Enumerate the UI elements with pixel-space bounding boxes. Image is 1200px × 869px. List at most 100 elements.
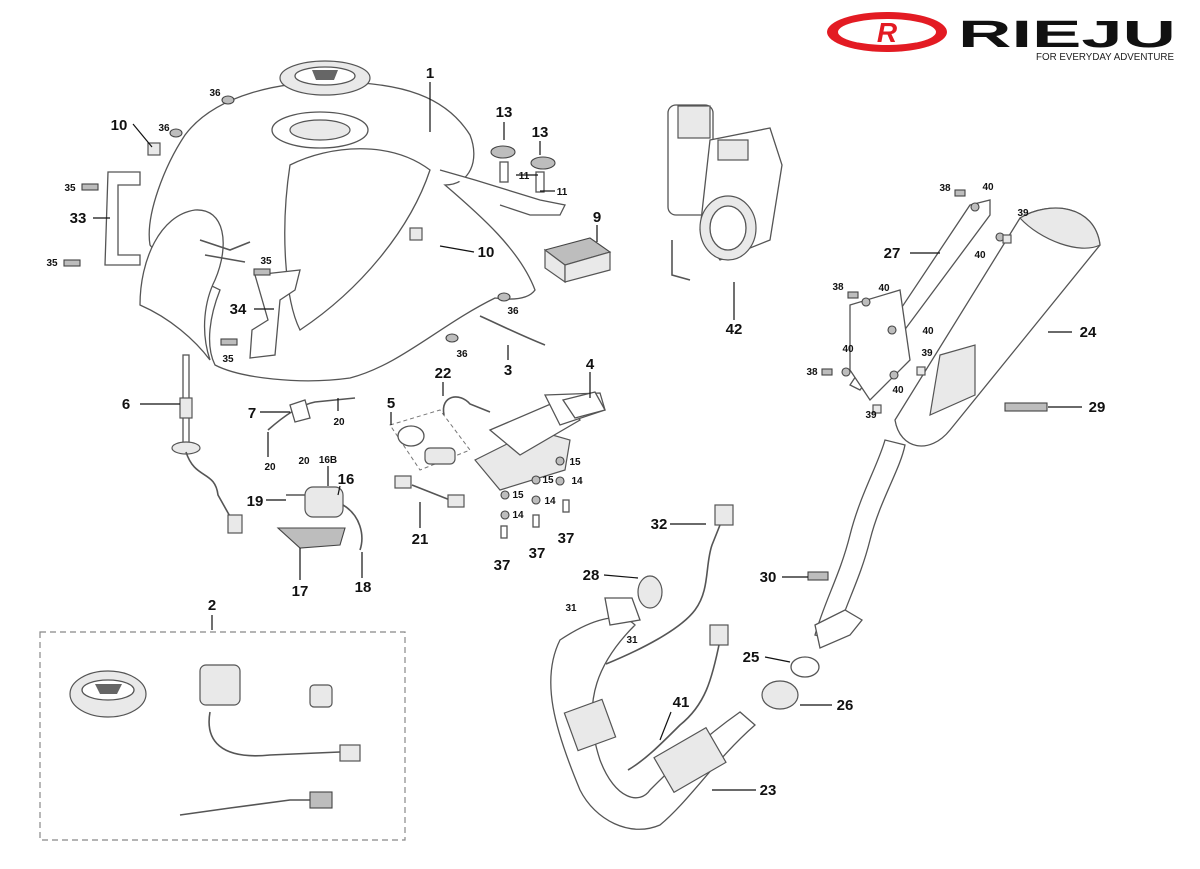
o2-sensor-wire-upper — [605, 519, 723, 665]
callout-36-b: 36 — [158, 123, 170, 134]
nut-icon — [916, 366, 926, 376]
callout-42: 42 — [726, 321, 743, 338]
fuel-hose-assembly — [394, 475, 465, 508]
bolt-icon — [954, 189, 966, 197]
header-heat-shield — [563, 698, 617, 752]
fuel-line-connector — [442, 396, 491, 416]
callout-20-a: 20 — [333, 417, 345, 428]
rubber-cap-icon — [530, 156, 556, 170]
fuel-pump — [474, 391, 606, 491]
throttle-cable-bracket — [671, 240, 691, 281]
spacer-icon — [535, 171, 545, 193]
nut-icon — [1002, 234, 1012, 244]
pump-hose — [342, 504, 363, 551]
catalyst-shield — [653, 726, 727, 794]
callout-30: 30 — [760, 569, 777, 586]
exhaust-flange — [604, 597, 641, 626]
callout-31-b: 31 — [626, 635, 638, 646]
tank-clip-right — [409, 227, 423, 241]
link-gasket-ring — [790, 656, 820, 678]
callout-14-c: 14 — [512, 510, 524, 521]
grommet-icon — [497, 292, 511, 302]
callout-13-left: 13 — [496, 104, 513, 121]
lock-cable-end — [309, 791, 333, 809]
screw-icon — [532, 514, 540, 528]
hose-clamp — [397, 425, 425, 447]
fuel-hose — [411, 484, 451, 501]
muffler-end-cap — [1019, 207, 1101, 249]
callout-31-a: 31 — [565, 603, 577, 614]
vent-hose — [479, 315, 546, 346]
washer-icon — [970, 202, 980, 212]
throttle-body — [667, 104, 783, 281]
quick-connector-left — [394, 475, 412, 489]
callout-39-c: 39 — [865, 410, 877, 421]
link-pipe — [814, 439, 906, 641]
washer-icon — [555, 456, 565, 466]
callout-27: 27 — [884, 245, 901, 262]
fuel-filter — [424, 447, 456, 465]
grommet-icon — [221, 95, 235, 105]
callout-21: 21 — [412, 531, 429, 548]
callout-1: 1 — [426, 65, 434, 82]
logo-wordmark: RIEJU — [958, 14, 1176, 56]
rubber-cap-icon — [490, 145, 516, 159]
callout-9: 9 — [593, 209, 601, 226]
sender-connector — [227, 514, 243, 534]
fuel-filter-group — [389, 409, 471, 471]
muffler-mount-bracket — [929, 344, 976, 417]
fuel-level-sender — [171, 354, 243, 534]
washer-icon — [887, 325, 897, 335]
callout-3: 3 — [504, 362, 512, 379]
o2-sensor-wire-lower — [627, 639, 721, 771]
sender-float — [179, 397, 193, 419]
washer-icon — [500, 510, 510, 520]
callout-23: 23 — [760, 782, 777, 799]
callout-24: 24 — [1080, 324, 1097, 341]
callout-13-right: 13 — [532, 124, 549, 141]
key-set-box — [39, 631, 406, 841]
callout-35-b: 35 — [46, 258, 58, 269]
logo-badge-letter: R — [877, 17, 898, 48]
callout-labels: 1 2 3 4 5 6 7 9 10 10 11 11 13 13 14 14 … — [46, 65, 1105, 799]
callout-40-b: 40 — [974, 250, 986, 261]
o2-connector-upper — [714, 504, 734, 526]
drain-hose — [267, 397, 356, 431]
regulator-front — [564, 251, 611, 283]
callout-28: 28 — [583, 567, 600, 584]
bolt-icon — [821, 368, 833, 376]
fuel-pump-secondary — [276, 486, 363, 551]
sender-wire — [185, 451, 233, 521]
hanger-plate — [849, 289, 911, 402]
callout-22: 22 — [435, 365, 452, 382]
o2-connector-lower — [709, 624, 729, 646]
callout-33: 33 — [70, 210, 87, 227]
washer-icon — [889, 370, 899, 380]
callout-29: 29 — [1089, 399, 1106, 416]
tank-bracket-center — [249, 269, 301, 359]
exhaust-system — [550, 199, 1101, 830]
callout-18: 18 — [355, 579, 372, 596]
callout-14-b: 14 — [544, 496, 556, 507]
throttle-plate — [709, 205, 747, 251]
screw-icon — [500, 525, 508, 539]
callout-36-a: 36 — [209, 88, 221, 99]
washer-icon — [841, 367, 851, 377]
ignition-key-set — [39, 631, 406, 841]
callout-39-b: 39 — [921, 348, 933, 359]
callout-37-a: 37 — [494, 557, 511, 574]
callout-36-c: 36 — [507, 306, 519, 317]
callout-11-lower: 11 — [557, 187, 568, 198]
pump-body — [304, 486, 344, 518]
washer-icon — [531, 495, 541, 505]
callout-5: 5 — [387, 395, 395, 412]
idle-valve — [717, 139, 749, 161]
hanger-bolt — [807, 571, 829, 581]
bolt-icon — [847, 291, 859, 299]
callout-37-c: 37 — [558, 530, 575, 547]
screw-icon — [562, 499, 570, 513]
muffler-mount-bolt — [1004, 402, 1048, 412]
callout-40-d: 40 — [922, 326, 934, 337]
exhaust-clamp — [761, 680, 799, 710]
